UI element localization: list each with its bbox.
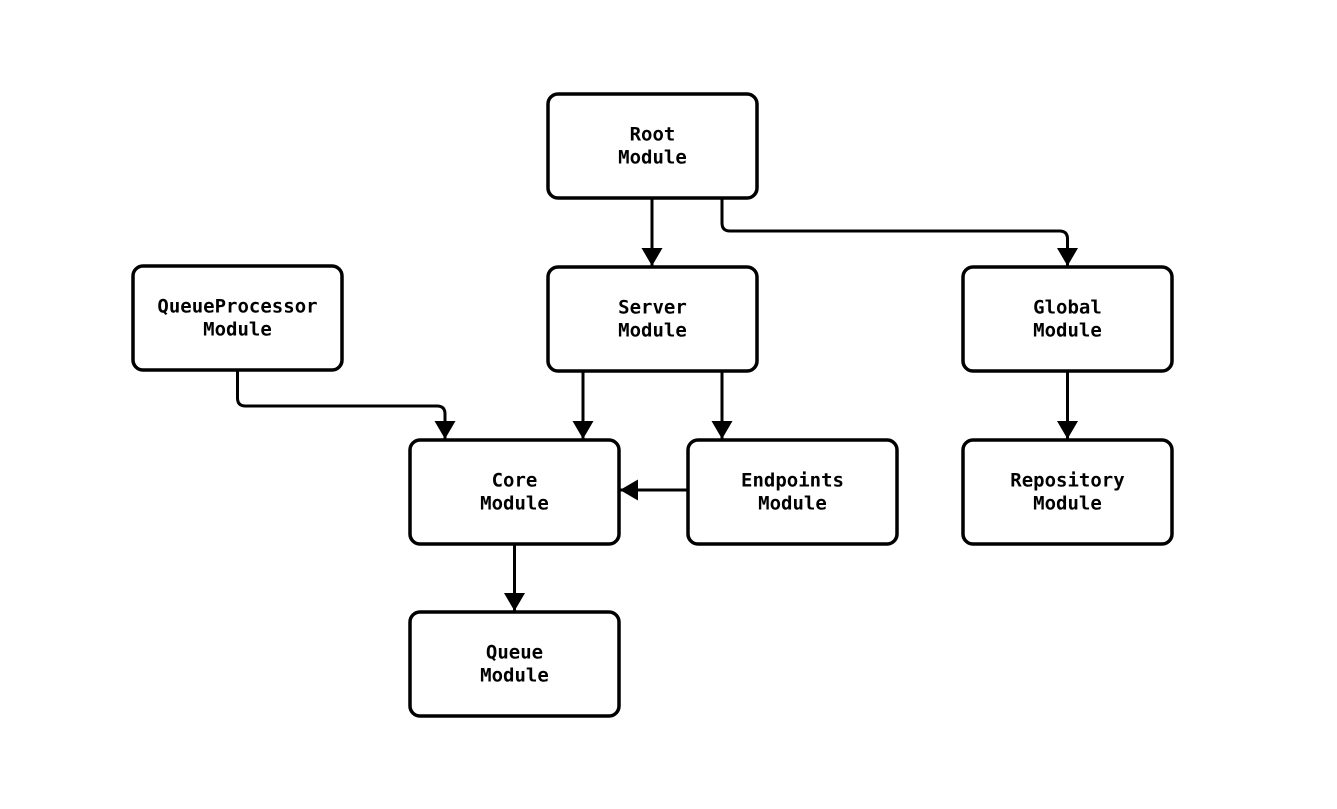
node-queue-label-line1: Queue [486, 642, 543, 664]
node-repository-label-line1: Repository [1010, 470, 1124, 492]
node-core-label-line1: Core [492, 470, 538, 492]
node-queue-box [408, 610, 621, 718]
node-root-label-line2: Module [618, 147, 687, 169]
node-global-module: Global Module [961, 265, 1174, 373]
node-queue-label-line2: Module [480, 665, 549, 687]
node-core-box [408, 438, 621, 546]
node-server-label-line1: Server [618, 297, 687, 319]
edges [236, 198, 1078, 611]
node-server-label-line2: Module [618, 320, 687, 342]
node-repository-module: Repository Module [961, 438, 1174, 546]
node-server-box [546, 265, 759, 373]
node-queueprocessor-label-line2: Module [203, 319, 272, 341]
node-global-box [961, 265, 1174, 373]
node-endpoints-box [686, 438, 899, 546]
node-server-module: Server Module [546, 265, 759, 373]
nodes: Root Module QueueProcessor Module Server… [131, 92, 1174, 718]
node-endpoints-module: Endpoints Module [686, 438, 899, 546]
node-queue-module: Queue Module [408, 610, 621, 718]
node-queueprocessor-box [131, 264, 344, 372]
node-queueprocessor-label-line1: QueueProcessor [157, 296, 317, 318]
node-core-label-line2: Module [480, 493, 549, 515]
node-root-label-line1: Root [630, 124, 676, 146]
node-root-box [546, 92, 759, 200]
node-queueprocessor-module: QueueProcessor Module [131, 264, 344, 372]
node-endpoints-label-line1: Endpoints [741, 470, 844, 492]
edge-queueprocessor-to-core [236, 370, 456, 439]
edge-root-to-global [720, 198, 1078, 266]
node-global-label-line1: Global [1033, 297, 1102, 319]
node-root-module: Root Module [546, 92, 759, 200]
node-repository-box [961, 438, 1174, 546]
node-global-label-line2: Module [1033, 320, 1102, 342]
node-core-module: Core Module [408, 438, 621, 546]
node-endpoints-label-line2: Module [758, 493, 827, 515]
node-repository-label-line2: Module [1033, 493, 1102, 515]
